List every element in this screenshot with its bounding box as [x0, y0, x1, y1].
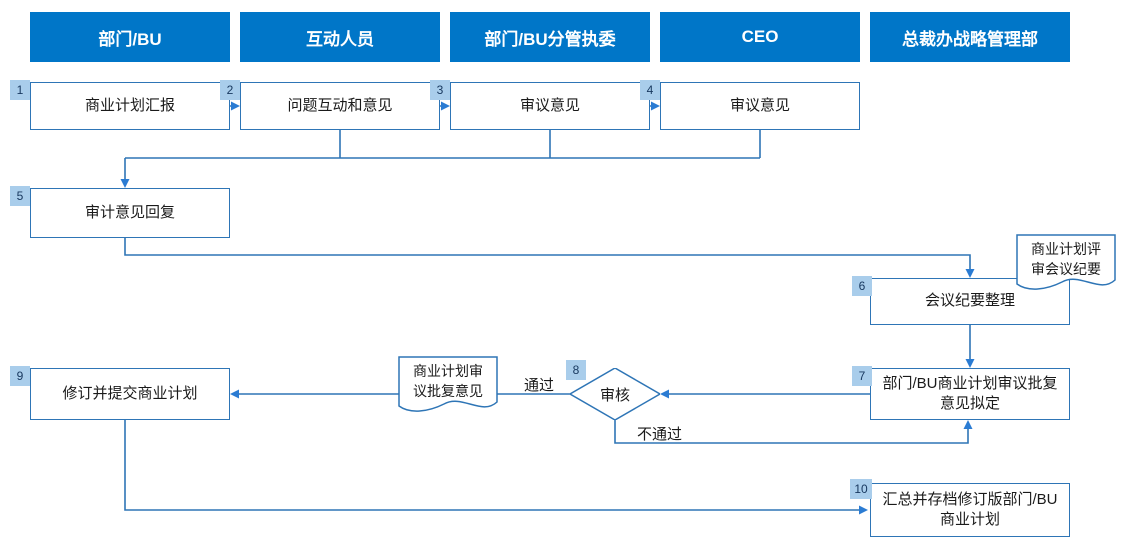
- arrow-node5-to-node6: [124, 238, 975, 278]
- lane-header-ceo: CEO: [660, 12, 860, 62]
- node-5-audit-opinion-reply: 审计意见回复: [30, 188, 230, 238]
- arrow-decision-fail-loop-to-node7: [614, 420, 973, 444]
- node-1-number-badge: 1: [10, 80, 30, 100]
- node-2-number-badge: 2: [220, 80, 240, 100]
- node-7-number-badge: 7: [852, 366, 872, 386]
- lane-header-participants: 互动人员: [240, 12, 440, 62]
- node-1-business-plan-report: 商业计划汇报: [30, 82, 230, 130]
- node-10-archive-revised-plan: 汇总并存档修订版部门/BU商业计划: [870, 483, 1070, 537]
- document-approval-opinion-label: 商业计划审议批复意见: [413, 363, 483, 399]
- node-3-number-badge: 3: [430, 80, 450, 100]
- node-7-approval-opinion-draft: 部门/BU商业计划审议批复意见拟定: [870, 368, 1070, 420]
- node-4-review-opinion-ceo: 审议意见: [660, 82, 860, 130]
- node-9-revise-resubmit-plan: 修订并提交商业计划: [30, 368, 230, 420]
- edge-label-pass: 通过: [524, 377, 555, 394]
- edge-label-fail: 不通过: [637, 426, 683, 443]
- lane-header-strategy-office: 总裁办战略管理部: [870, 12, 1070, 62]
- node-8-review-decision: 审核: [599, 386, 630, 404]
- node-2-question-interaction: 问题互动和意见: [240, 82, 440, 130]
- document-meeting-minutes-shape: [1016, 234, 1116, 290]
- node-10-number-badge: 10: [850, 479, 872, 499]
- node-4-number-badge: 4: [640, 80, 660, 100]
- node-9-number-badge: 9: [10, 366, 30, 386]
- node-5-number-badge: 5: [10, 186, 30, 206]
- node-3-review-opinion: 审议意见: [450, 82, 650, 130]
- node-8-number-badge: 8: [566, 360, 586, 380]
- lane-header-exec-committee: 部门/BU分管执委: [450, 12, 650, 62]
- arrow-node9-to-node10: [124, 420, 868, 515]
- node-6-number-badge: 6: [852, 276, 872, 296]
- lane-header-dept-bu: 部门/BU: [30, 12, 230, 62]
- document-approval-opinion-shape: [398, 356, 498, 412]
- decision-diamond-shape: [570, 368, 660, 420]
- document-meeting-minutes-label: 商业计划评审会议纪要: [1031, 241, 1101, 277]
